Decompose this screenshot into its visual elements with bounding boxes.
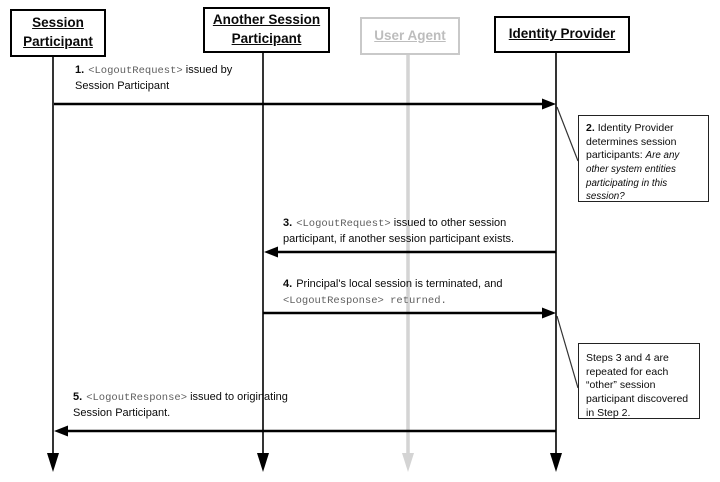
actor-user-agent: User Agent [360, 17, 460, 55]
lifeline-end-arrow-another-session-participant [257, 453, 269, 472]
note-text-steps-3-4: Steps 3 and 4 are repeated for each “oth… [586, 352, 689, 419]
message-label-step-3: 3.<LogoutRequest> issued to other sessio… [283, 216, 548, 246]
arrow-head-step-1 [542, 98, 556, 110]
step-number-4: 4. [283, 278, 293, 290]
note-steps-3-4: Steps 3 and 4 are repeated for each “oth… [578, 343, 700, 419]
lifeline-end-arrow-user-agent [402, 453, 414, 472]
actor-label-session-participant: Session Participant [23, 15, 93, 49]
message-code-3: <LogoutRequest> [296, 218, 391, 230]
step-number-2: 2. [586, 122, 595, 134]
actor-label-user-agent: User Agent [374, 27, 446, 43]
message-post-1: issued by Session Participant [75, 64, 233, 92]
actor-another-session-participant: Another Session Participant [203, 7, 330, 53]
message-label-step-5: 5.<LogoutResponse> issued to originating… [73, 390, 298, 420]
message-label-step-4: 4.Principal's local session is terminate… [283, 277, 563, 309]
message-code-4: <LogoutResponse> returned. [283, 294, 447, 307]
note-connector-steps-3-4 [556, 315, 579, 389]
note-connector-step-2 [556, 106, 579, 162]
message-label-step-1: 1.<LogoutRequest> issued by Session Part… [75, 63, 255, 93]
lifeline-end-arrow-identity-provider [550, 453, 562, 472]
actor-identity-provider: Identity Provider [494, 16, 630, 53]
arrow-head-step-3 [264, 246, 278, 258]
actor-label-identity-provider: Identity Provider [508, 26, 616, 42]
actor-session-participant: Session Participant [10, 9, 106, 57]
step-number-1: 1. [75, 64, 85, 76]
note-italic-step-2: Are any other system entities participat… [586, 150, 680, 203]
step-number-5: 5. [73, 391, 83, 403]
message-code-1: <LogoutRequest> [88, 65, 183, 77]
lifeline-end-arrow-session-participant [47, 453, 59, 472]
message-post-5: issued to originating Session Participan… [73, 391, 288, 419]
note-step-2: 2. Identity Provider determines session … [578, 115, 709, 202]
arrow-head-step-4 [542, 307, 556, 319]
actor-label-another-session-participant: Another Session Participant [212, 12, 321, 46]
message-post-3: issued to other session participant, if … [283, 217, 515, 245]
step-number-3: 3. [283, 217, 293, 229]
arrow-head-step-5 [54, 425, 68, 437]
message-code-5: <LogoutResponse> [86, 392, 188, 404]
note-text-step-2: Identity Provider determines session par… [586, 122, 677, 162]
message-pre-4: Principal's local session is terminated,… [296, 278, 503, 290]
